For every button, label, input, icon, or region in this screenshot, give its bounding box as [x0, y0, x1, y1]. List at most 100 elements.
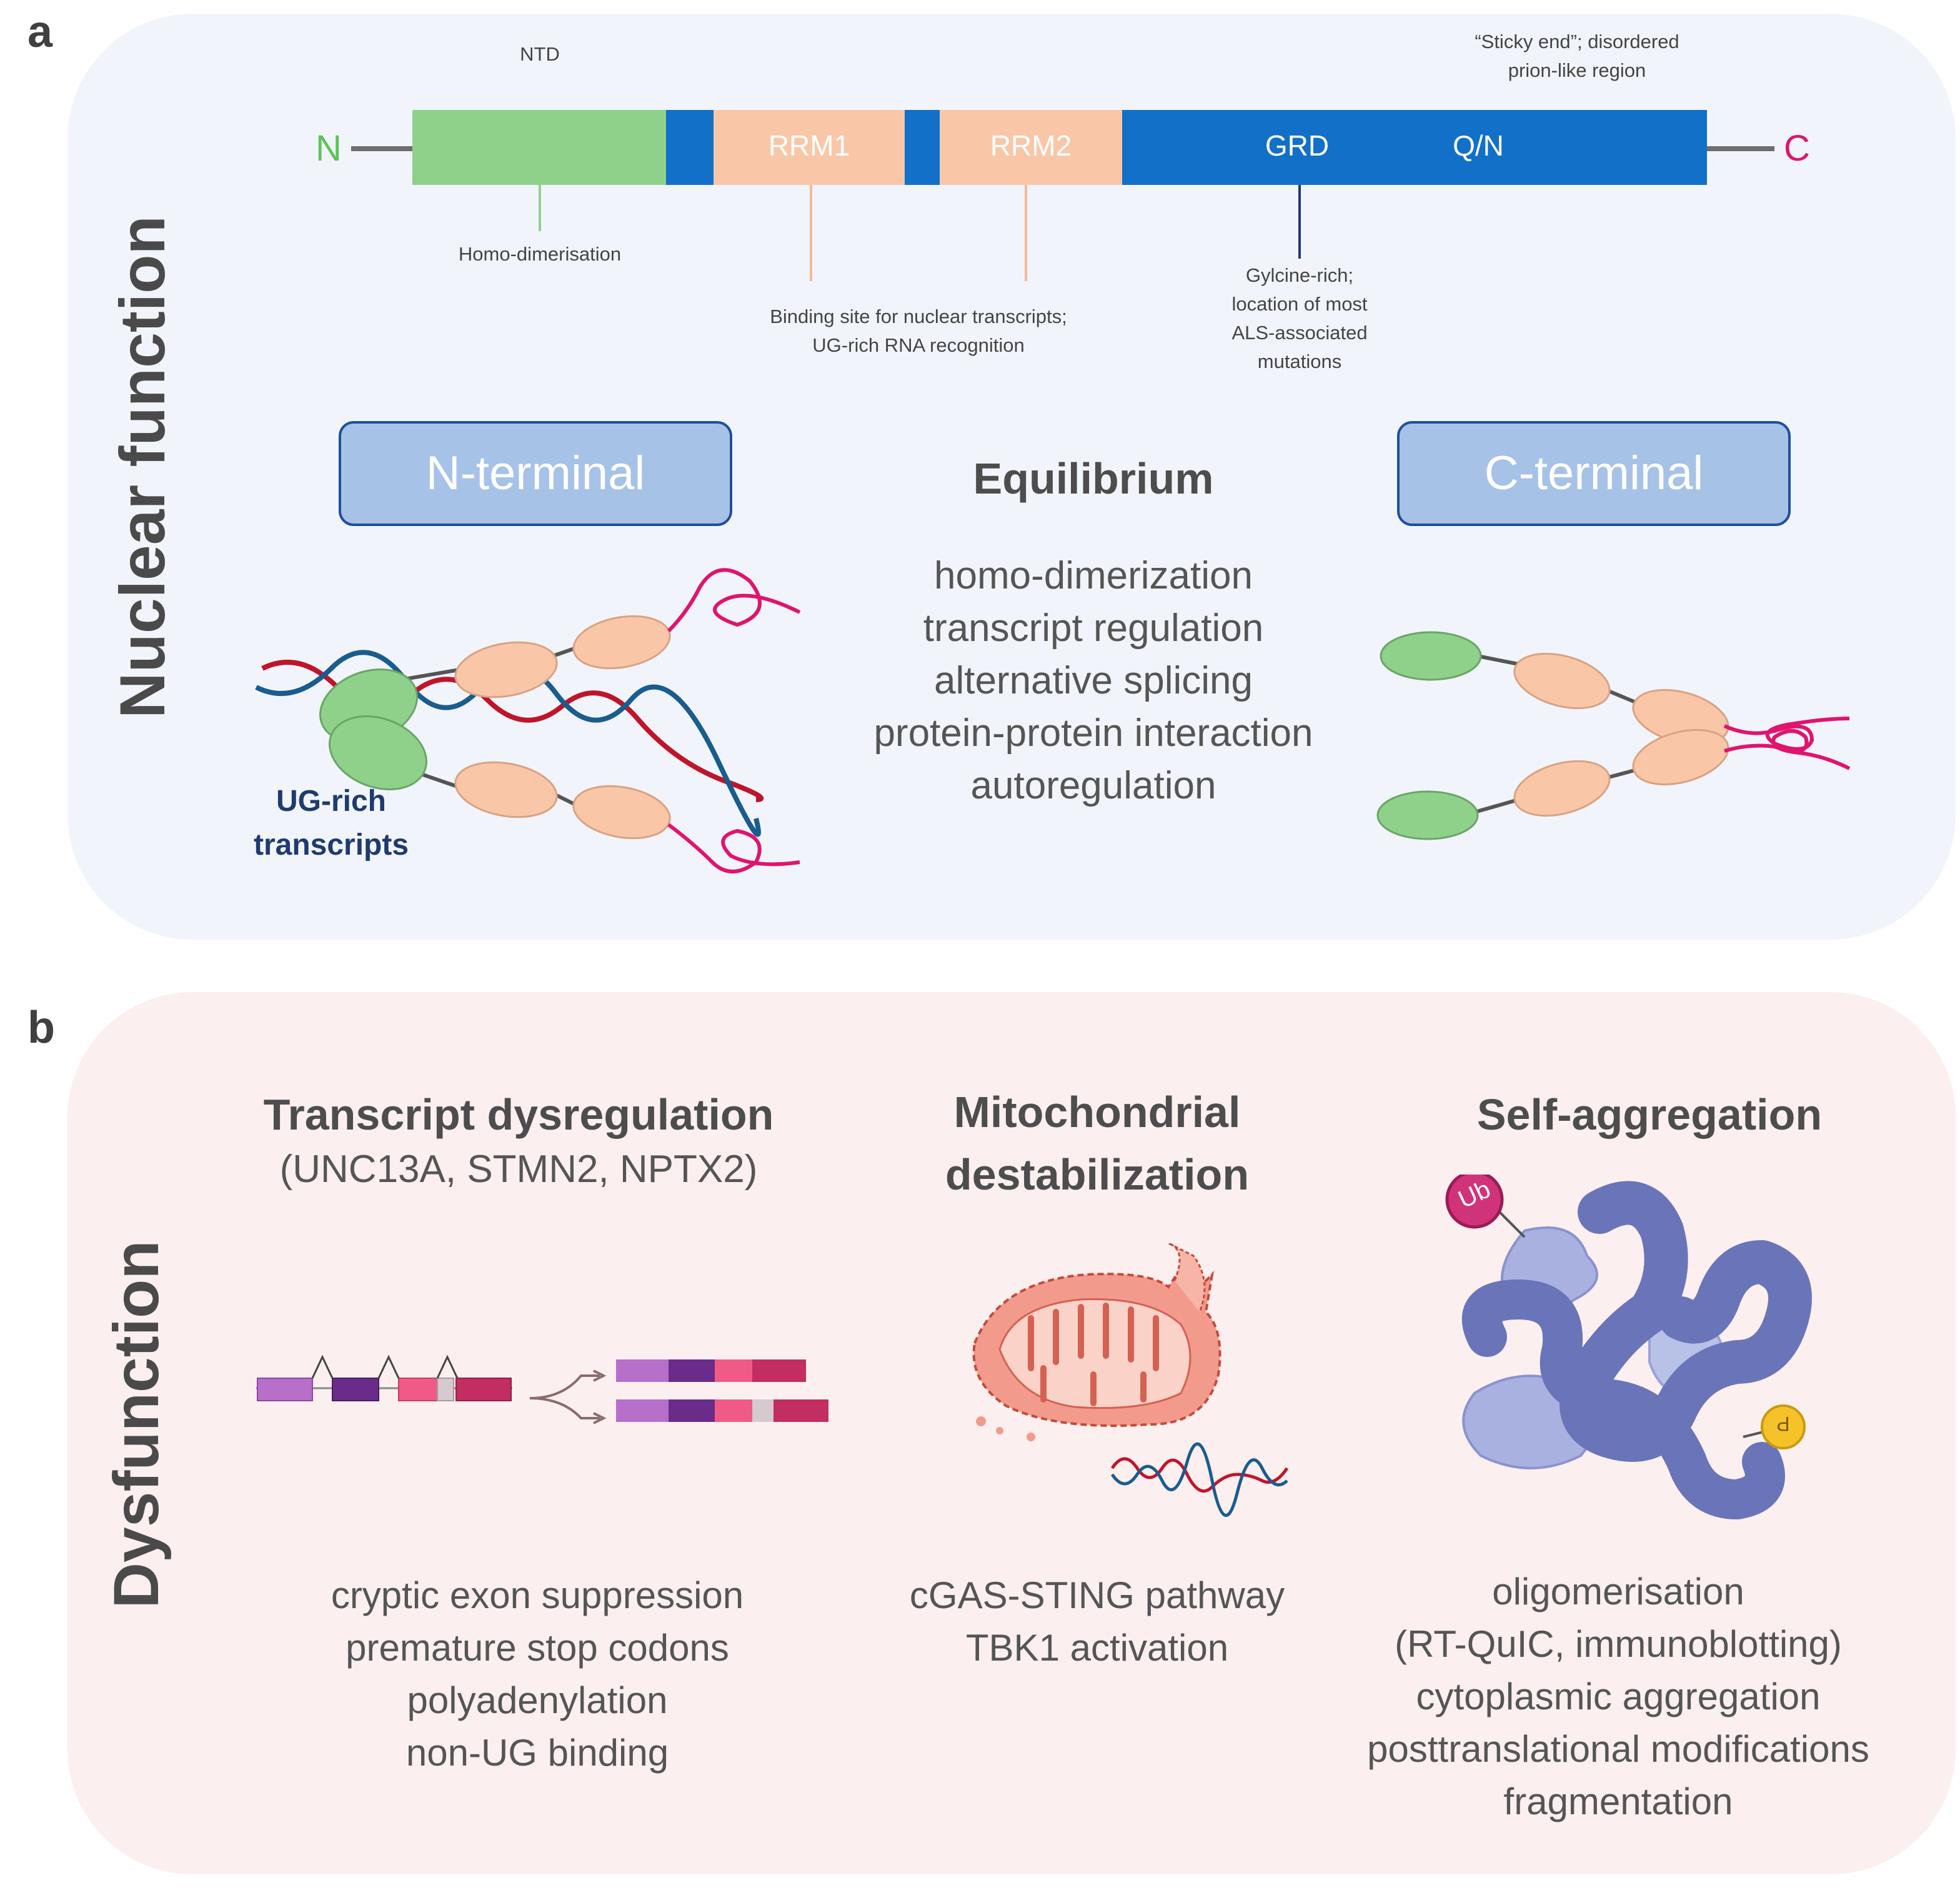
qn-label: Q/N	[1453, 129, 1504, 162]
sticky-end-line-1: “Sticky end”; disordered	[1475, 31, 1679, 52]
equilibrium-item: protein-protein interaction	[873, 712, 1313, 755]
linker-domain-2	[905, 110, 940, 185]
equilibrium-item: homo-dimerization	[934, 554, 1253, 597]
ug-rich-label: UG-rich transcripts	[225, 780, 437, 867]
glycine-line-1: Gylcine-rich;	[1245, 264, 1354, 286]
rrm-ellipse	[572, 615, 671, 670]
rrm-ellipse	[454, 641, 558, 698]
transcript-dysregulation-title: Transcript dysregulation	[263, 1090, 774, 1139]
mito-title-line-2: destabilization	[945, 1150, 1250, 1199]
splicing-diagram	[256, 1354, 828, 1424]
self-aggregation-title: Self-aggregation	[1476, 1090, 1823, 1139]
ntd-ellipse	[1376, 790, 1479, 840]
mitochondrion-illustration	[972, 1243, 1289, 1517]
mito-title-line-1: Mitochondrial	[953, 1088, 1241, 1136]
transcript-effect-item: polyadenylation	[407, 1679, 668, 1721]
product-1-exon-2	[669, 1359, 715, 1382]
rrm-ellipse	[572, 785, 671, 840]
transcript-effect-item: premature stop codons	[346, 1627, 729, 1669]
equilibrium-item: alternative splicing	[933, 659, 1253, 702]
aggregation-effect-item: (RT-QuIC, immunoblotting)	[1395, 1623, 1842, 1665]
mito-cristae	[1028, 1303, 1159, 1406]
aggregation-effect-item: posttranslational modifications	[1367, 1728, 1869, 1770]
transcript-genes-subtitle: (UNC13A, STMN2, NPTX2)	[279, 1148, 758, 1191]
rrm-ellipse	[1632, 728, 1729, 786]
binding-site-annotation: Binding site for nuclear transcripts; UG…	[731, 302, 1106, 360]
rrm-ellipse	[1513, 760, 1611, 817]
splice-junctions	[311, 1354, 459, 1379]
ubiquitin-circle	[1445, 1175, 1504, 1229]
aggregation-effect-item: oligomerisation	[1492, 1571, 1744, 1612]
exon-1	[257, 1378, 313, 1401]
product-1-exon-4	[752, 1359, 806, 1382]
panel-a-letter: a	[27, 7, 53, 57]
rrm-ellipse	[1513, 652, 1611, 710]
aggregate-illustration	[1445, 1175, 1812, 1519]
ntd-domain	[412, 110, 666, 185]
equilibrium-item: transcript regulation	[923, 607, 1264, 650]
c-terminal-box: C-terminal	[1397, 421, 1791, 526]
product-2-cryptic-exon	[752, 1399, 774, 1422]
exon-3	[398, 1378, 438, 1401]
sticky-end-line-2: prion-like region	[1508, 59, 1646, 81]
rrm2-label: RRM2	[990, 129, 1072, 162]
equilibrium-list: homo-dimerization transcript regulation …	[812, 550, 1375, 812]
c-terminal-dimer-illustration	[1376, 631, 1851, 840]
binding-site-line-1: Binding site for nuclear transcripts;	[770, 306, 1067, 327]
phosphate-circle	[1761, 1404, 1806, 1449]
ntd-ellipse-bottom	[329, 715, 427, 790]
ug-rich-line-1: UG-rich	[276, 785, 386, 818]
aggregation-effects-list: oligomerisation (RT-QuIC, immunoblotting…	[1325, 1566, 1912, 1828]
mito-effect-item: cGAS-STING pathway	[909, 1574, 1285, 1616]
transcript-effect-item: non-UG binding	[405, 1732, 669, 1774]
homo-dimerisation-annotation: Homo-dimerisation	[458, 243, 622, 265]
ntd-ellipse	[1380, 631, 1482, 681]
glycine-line-4: mutations	[1257, 350, 1342, 372]
protein-domain-map	[351, 110, 1774, 281]
disordered-tail-top	[667, 568, 801, 633]
rrm-ellipse	[454, 761, 558, 818]
transcript-effects-list: cryptic exon suppression premature stop …	[250, 1569, 825, 1779]
branch-arrow	[529, 1374, 600, 1419]
exon-2	[332, 1378, 379, 1401]
rrm1-label: RRM1	[768, 129, 850, 162]
rrm1-domain	[714, 110, 905, 185]
n-terminus-label: N	[316, 128, 342, 169]
rrm2-domain	[940, 110, 1122, 185]
product-2-exon-4	[774, 1399, 828, 1422]
n-terminal-dimer-illustration	[255, 568, 801, 873]
mito-effects-list: cGAS-STING pathway TBK1 activation	[847, 1569, 1347, 1674]
equilibrium-title: Equilibrium	[973, 454, 1214, 503]
product-1-exon-1	[616, 1359, 669, 1382]
binding-site-line-2: UG-rich RNA recognition	[812, 334, 1025, 356]
sticky-end-annotation: “Sticky end”; disordered prion-like regi…	[1390, 27, 1764, 85]
product-1-exon-3	[715, 1359, 752, 1382]
product-2-exon-2	[669, 1399, 715, 1422]
equilibrium-item: autoregulation	[970, 764, 1216, 807]
mito-effect-item: TBK1 activation	[965, 1627, 1229, 1669]
glycine-rich-annotation: Gylcine-rich; location of most ALS-assoc…	[1175, 261, 1425, 376]
exon-4	[455, 1378, 512, 1401]
grd-qn-domain	[1122, 110, 1707, 185]
mitochondrial-title: Mitochondrial destabilization	[910, 1081, 1285, 1206]
tangled-tail-bottom	[1724, 729, 1851, 770]
linker-domain-1	[666, 110, 714, 185]
glycine-line-2: location of most	[1231, 293, 1368, 315]
dysfunction-label: Dysfunction	[101, 1240, 172, 1609]
p-label: P	[1776, 1413, 1790, 1435]
ntd-annotation: NTD	[520, 43, 560, 65]
grd-label: GRD	[1265, 129, 1330, 162]
n-terminal-box: N-terminal	[339, 421, 732, 526]
ug-rich-line-2: transcripts	[253, 828, 409, 862]
aggregation-effect-item: fragmentation	[1503, 1781, 1733, 1822]
cryptic-exon	[437, 1378, 454, 1401]
aggregation-effect-item: cytoplasmic aggregation	[1416, 1676, 1821, 1717]
panel-b-letter: b	[27, 1003, 55, 1053]
glycine-line-3: ALS-associated	[1231, 322, 1368, 344]
mtdna-blue	[1110, 1442, 1288, 1517]
tangled-tail-top	[1723, 717, 1850, 751]
mito-rupture	[1168, 1243, 1206, 1313]
c-terminus-label: C	[1784, 128, 1810, 169]
disordered-tail-bottom	[667, 823, 800, 873]
transcript-effect-item: cryptic exon suppression	[331, 1574, 744, 1616]
